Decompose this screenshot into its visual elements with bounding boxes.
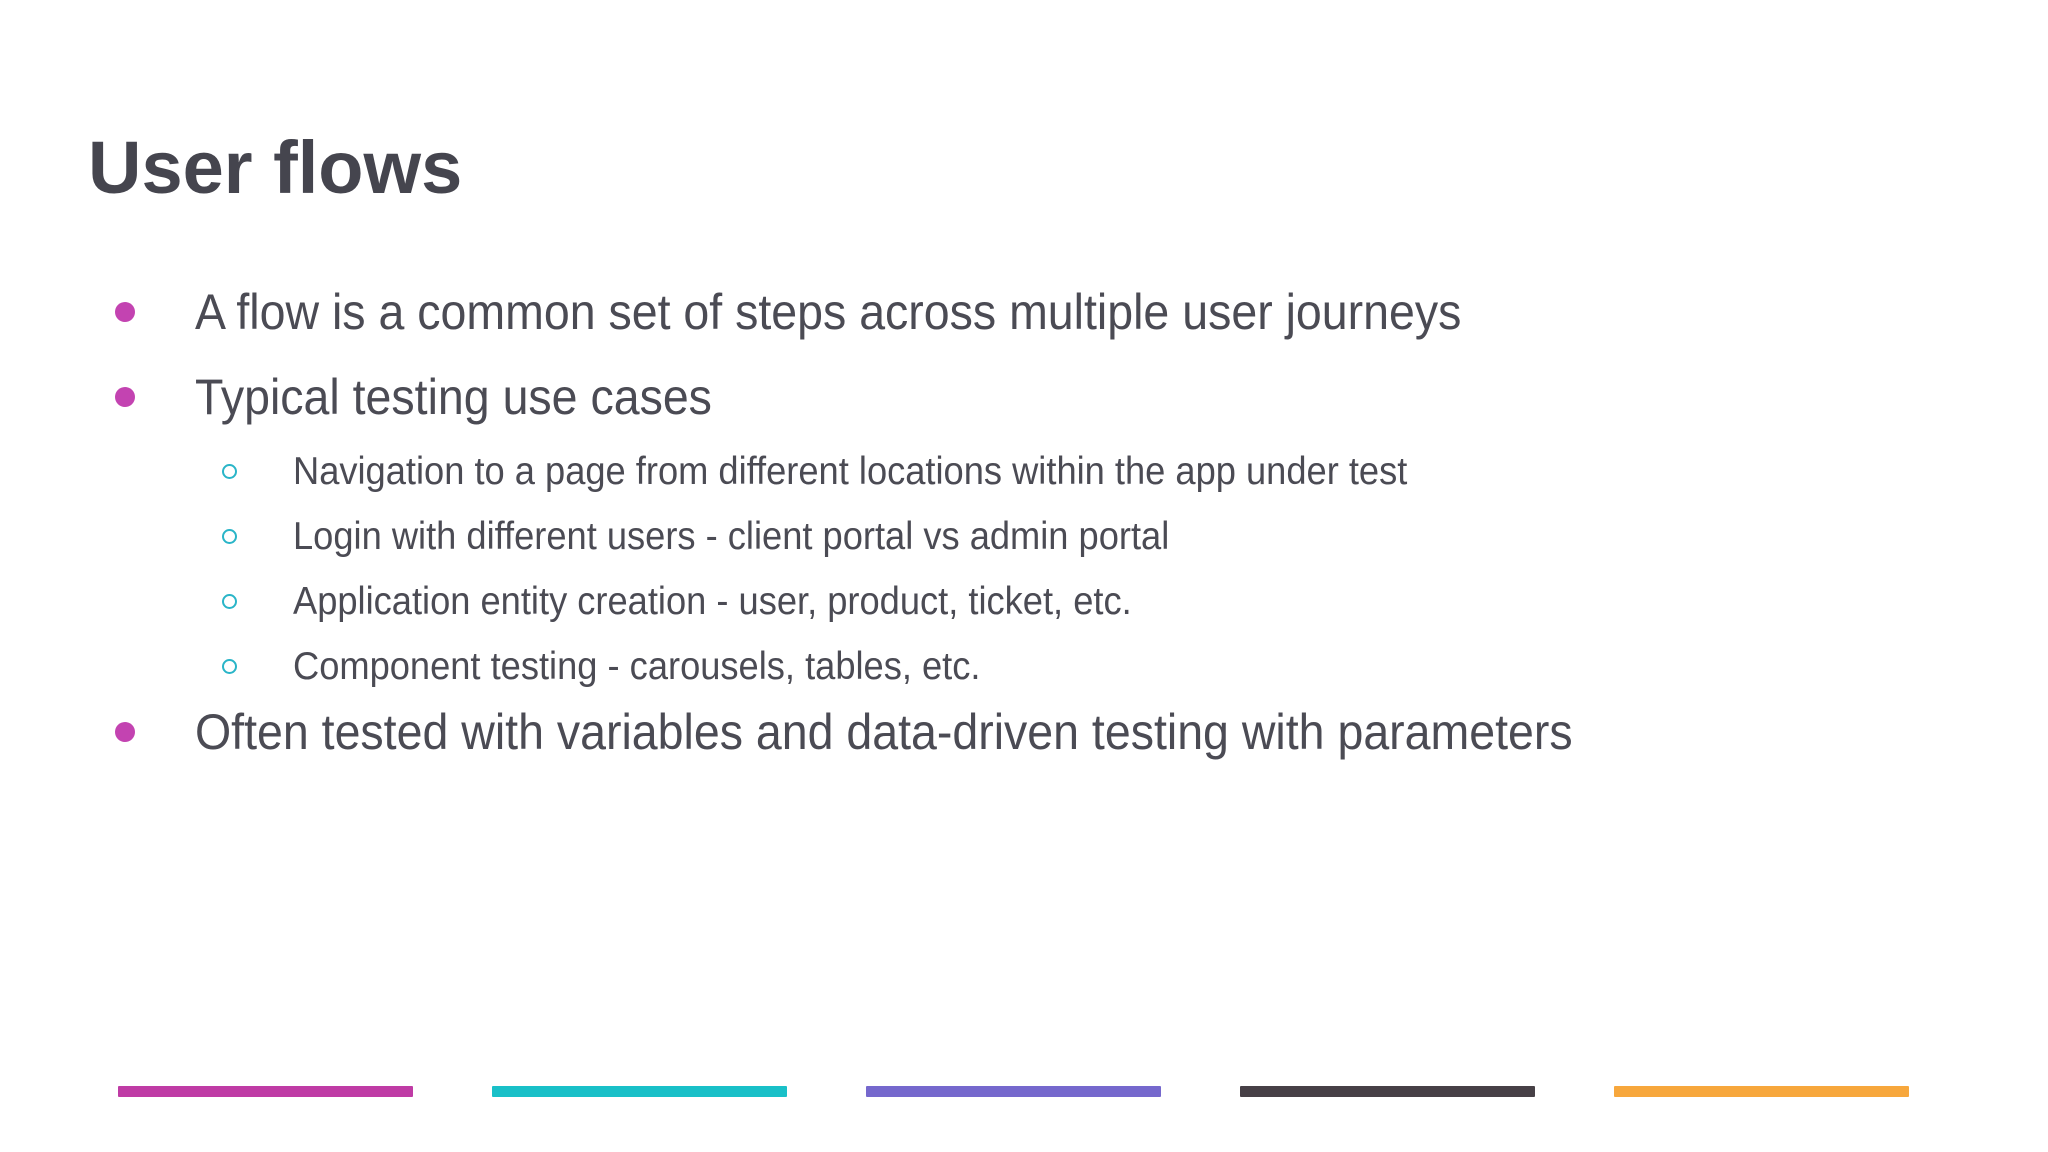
bullet-item: Typical testing use cases (0, 367, 2048, 427)
footer-bar-magenta (118, 1086, 413, 1097)
sub-bullet-circle-icon (222, 464, 237, 479)
sub-bullet-text: Login with different users - client port… (293, 515, 1170, 558)
sub-bullet-item: Navigation to a page from different loca… (0, 442, 2048, 502)
sub-bullet-circle-icon (222, 529, 237, 544)
bullet-item: Often tested with variables and data-dri… (0, 702, 2048, 762)
sub-bullet-text: Component testing - carousels, tables, e… (293, 645, 981, 688)
bullet-dot-icon (115, 302, 135, 322)
footer-bar-charcoal (1240, 1086, 1535, 1097)
sub-bullet-item: Application entity creation - user, prod… (0, 572, 2048, 632)
footer-bar-teal (492, 1086, 787, 1097)
bullet-dot-icon (115, 722, 135, 742)
footer-bar-purple (866, 1086, 1161, 1097)
sub-bullet-text: Navigation to a page from different loca… (293, 450, 1408, 493)
sub-bullet-item: Login with different users - client port… (0, 507, 2048, 567)
footer-accent-bars (118, 1086, 1909, 1097)
slide-title: User flows (88, 126, 463, 209)
sub-bullet-text: Application entity creation - user, prod… (293, 580, 1132, 623)
bullet-item: A flow is a common set of steps across m… (0, 282, 2048, 342)
bullet-text: A flow is a common set of steps across m… (195, 284, 1462, 340)
bullet-dot-icon (115, 387, 135, 407)
sub-bullet-item: Component testing - carousels, tables, e… (0, 637, 2048, 697)
bullet-text: Often tested with variables and data-dri… (195, 704, 1573, 760)
bullet-text: Typical testing use cases (195, 369, 712, 425)
sub-bullet-circle-icon (222, 659, 237, 674)
sub-bullet-circle-icon (222, 594, 237, 609)
footer-bar-orange (1614, 1086, 1909, 1097)
